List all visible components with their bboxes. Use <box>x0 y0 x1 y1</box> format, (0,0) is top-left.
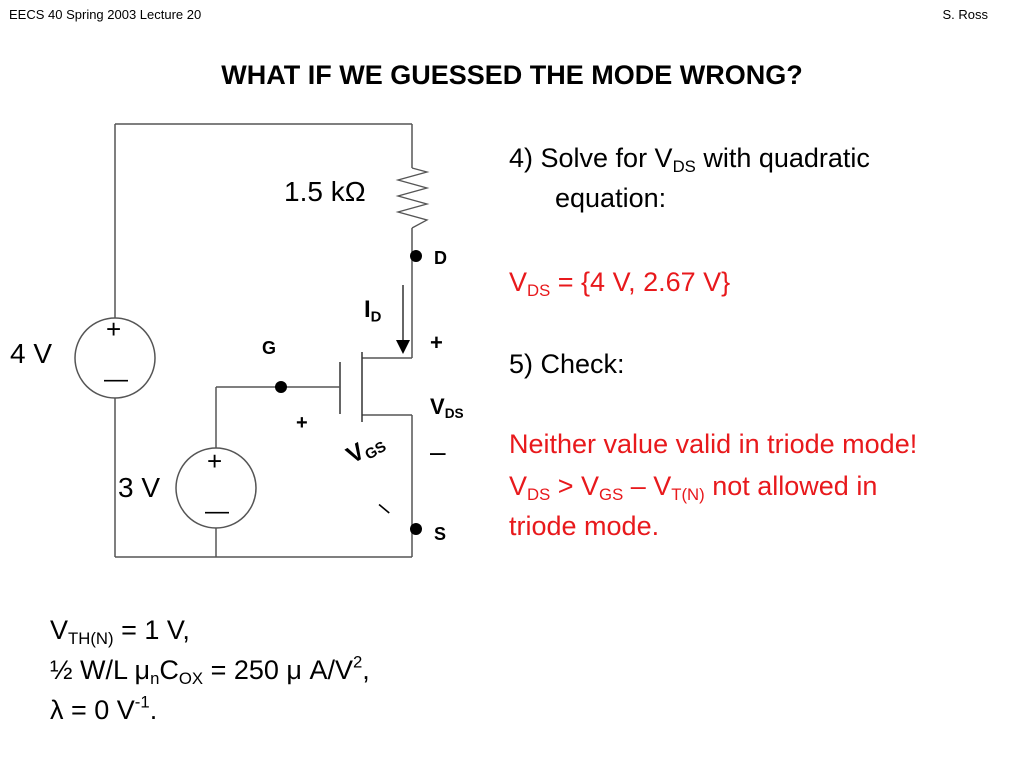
voltage-source-vdd <box>74 317 156 399</box>
vgs-source-plus: + <box>207 446 223 476</box>
step4-line1: 4) Solve for VDS with quadratic <box>509 143 870 177</box>
param-transconductance: ½ W/L μnCOX = 250 μ A/V2, <box>50 652 370 689</box>
node-d-dot <box>410 250 422 262</box>
conclusion-line1: Neither value valid in triode mode! <box>509 429 918 459</box>
vgs-source-label: 3 V <box>118 472 161 503</box>
node-s-dot <box>410 523 422 535</box>
voltage-source-vgs <box>175 447 257 529</box>
vds-minus: – <box>430 436 446 467</box>
vgs-source-minus: — <box>205 498 229 525</box>
drain-current-label: ID <box>364 296 382 326</box>
header-lecture: EECS 40 Spring 2003 Lecture 20 <box>9 7 202 22</box>
conclusion-line2: VDS > VGS – VT(N) not allowed in <box>509 471 878 505</box>
node-g-label: G <box>262 338 277 358</box>
node-d-label: D <box>434 248 447 268</box>
step4-line2: equation: <box>555 183 667 213</box>
step5-check: 5) Check: <box>509 349 625 379</box>
node-g-dot <box>275 381 287 393</box>
vds-label: VDS <box>430 394 464 422</box>
vds-plus: + <box>430 330 443 355</box>
vdd-label: 4 V <box>10 338 53 369</box>
current-arrowhead <box>396 340 410 354</box>
header-author: S. Ross <box>942 7 988 22</box>
vdd-minus: — <box>104 366 128 393</box>
node-s-label: S <box>434 524 447 544</box>
resistor-icon <box>395 167 430 229</box>
vgs-plus-marker: + <box>296 412 308 434</box>
slide-title: WHAT IF WE GUESSED THE MODE WRONG? <box>221 60 803 90</box>
resistor-label: 1.5 kΩ <box>284 176 366 207</box>
quadratic-result: VDS = {4 V, 2.67 V} <box>509 267 731 301</box>
conclusion-line3: triode mode. <box>509 511 660 541</box>
param-threshold: VTH(N) = 1 V, <box>50 615 190 649</box>
param-lambda: λ = 0 V-1. <box>50 692 158 725</box>
vdd-plus: + <box>106 314 122 344</box>
